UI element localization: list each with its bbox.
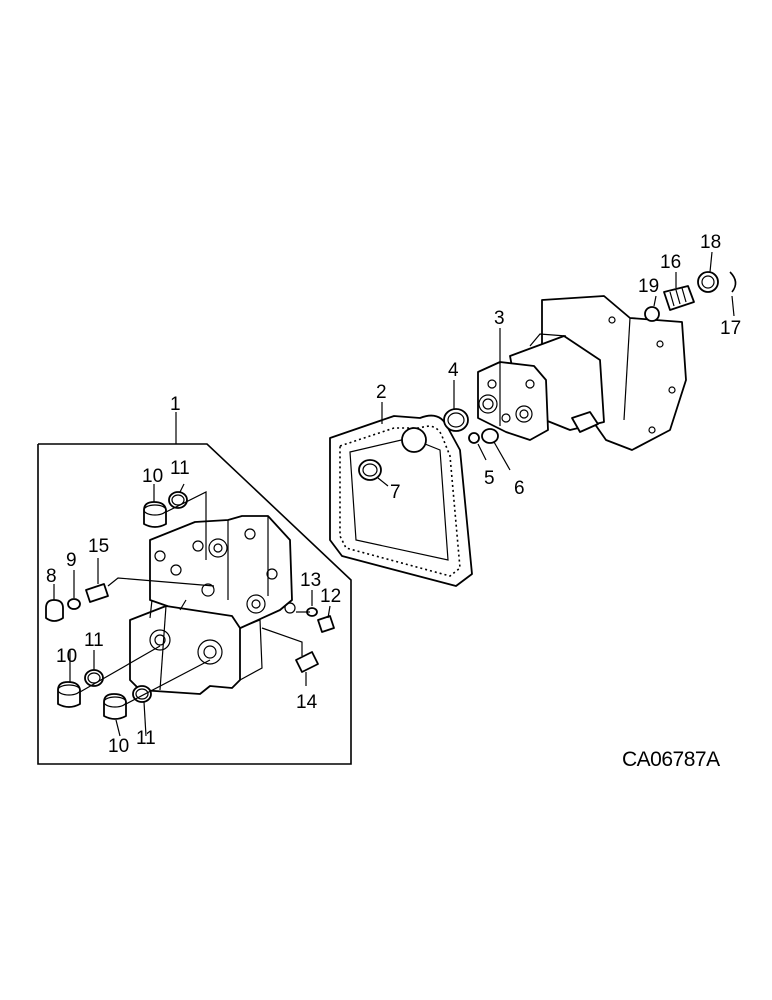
callout-2: 2 (376, 382, 387, 403)
o-ring-19 (644, 306, 660, 322)
plug-10-top (143, 501, 167, 528)
o-ring-4 (443, 408, 469, 432)
callout-13: 13 (300, 570, 321, 591)
callout-1: 1 (170, 394, 181, 415)
callout-labels: 1 2 3 4 5 6 7 8 9 10 11 10 11 10 11 12 1… (46, 232, 741, 757)
fitting-15 (85, 583, 109, 603)
callout-4: 4 (448, 360, 459, 381)
frame-leaders (79, 491, 310, 705)
callout-6: 6 (514, 478, 525, 499)
callout-5: 5 (484, 468, 495, 489)
callout-11-bottom: 11 (136, 728, 156, 749)
callout-10-bottom: 10 (108, 736, 129, 757)
ring-7 (358, 459, 382, 481)
callout-8: 8 (46, 566, 57, 587)
plug-8 (45, 599, 64, 622)
fitting-14 (295, 651, 319, 673)
callout-9: 9 (66, 550, 77, 571)
snap-ring-17 (729, 271, 737, 293)
callout-14: 14 (296, 692, 318, 713)
plug-10-mid (57, 681, 81, 708)
callout-11-top: 11 (170, 458, 190, 479)
o-ring-11-bottom (132, 685, 152, 703)
callout-12: 12 (320, 586, 341, 607)
subassembly-frame (37, 443, 352, 765)
callout-19: 19 (638, 276, 659, 297)
spring-16 (663, 285, 695, 311)
pump-housing (477, 295, 687, 451)
callout-15: 15 (88, 536, 109, 557)
callout-7: 7 (390, 482, 401, 503)
callout-3: 3 (494, 308, 505, 329)
valve-body (129, 515, 296, 695)
callout-18: 18 (700, 232, 721, 253)
callout-10-top: 10 (142, 466, 163, 487)
ring-9 (67, 598, 81, 610)
callout-10-mid: 10 (56, 646, 77, 667)
gasket (329, 414, 473, 587)
plug-12 (317, 615, 335, 633)
callout-leaders (53, 251, 735, 737)
ring-18 (697, 271, 719, 293)
drawing-code: CA06787A (622, 748, 720, 771)
ring-6 (481, 428, 499, 444)
callout-11-mid: 11 (84, 630, 104, 651)
callout-17: 17 (720, 318, 741, 339)
ring-5 (468, 432, 480, 444)
plug-10-bottom (103, 693, 127, 720)
callout-16: 16 (660, 252, 681, 273)
